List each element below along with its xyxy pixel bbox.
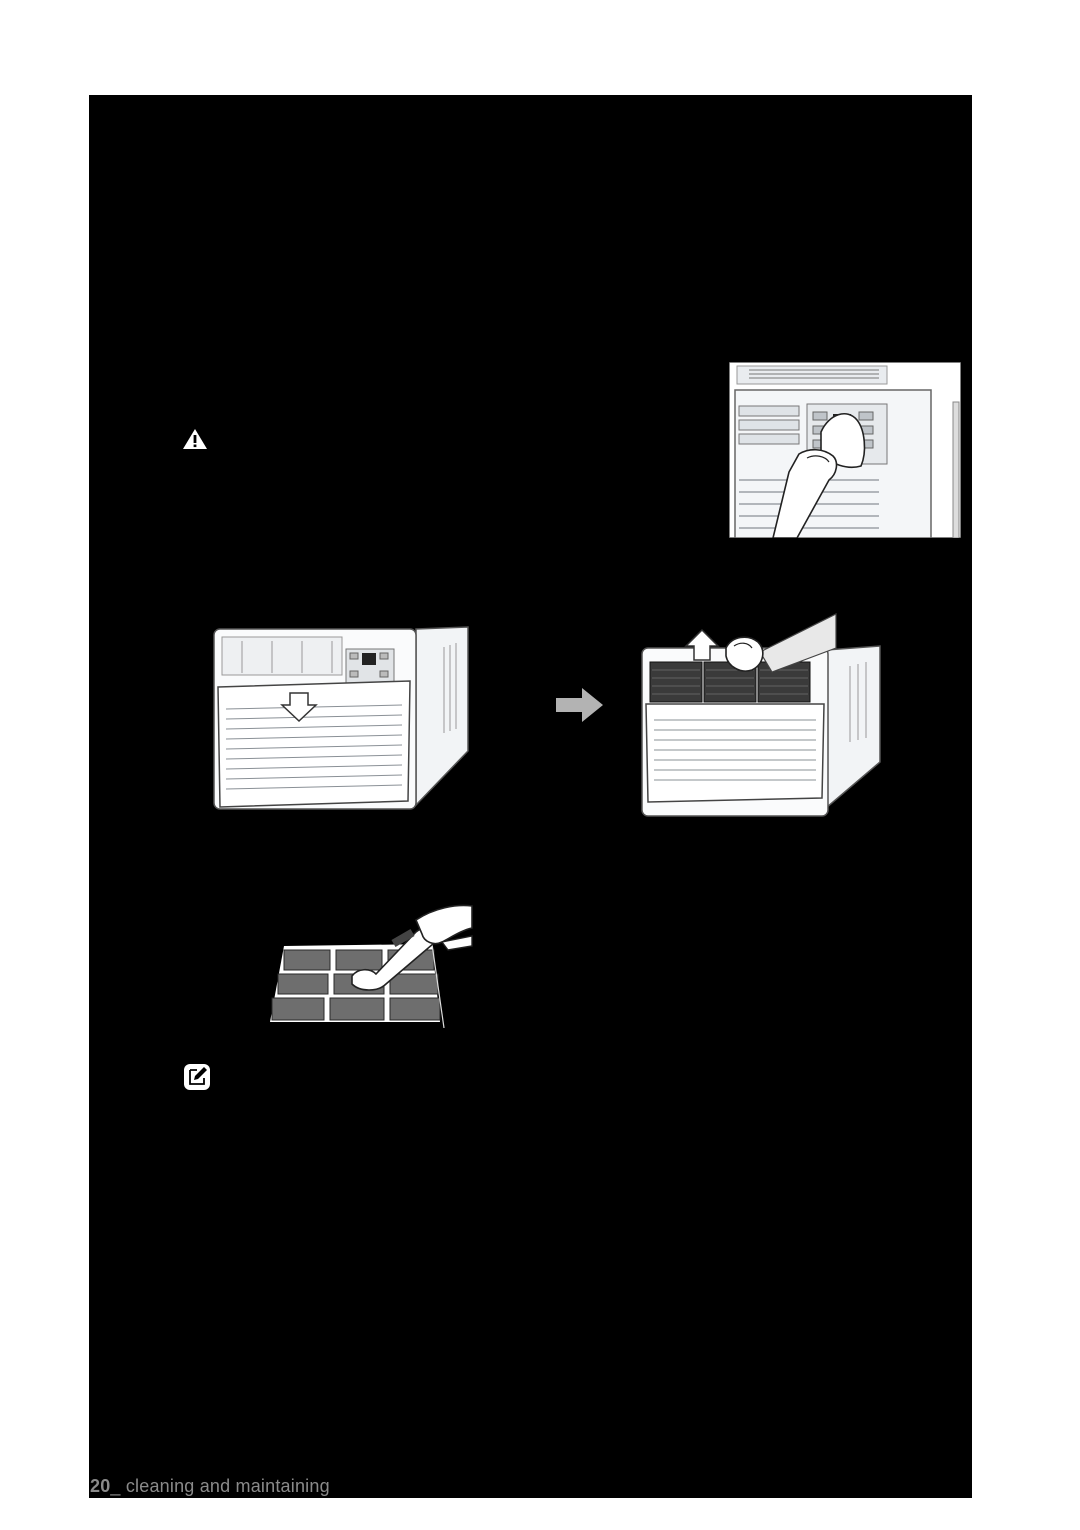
ac-unit-remove-filter-illustration xyxy=(641,613,881,817)
ac-unit-open-grille-illustration xyxy=(213,626,469,810)
section-title: cleaning and maintaining xyxy=(125,1476,330,1496)
vacuum-filter-illustration xyxy=(270,904,473,1028)
right-arrow-icon xyxy=(556,688,603,722)
footer-separator: _ xyxy=(110,1476,121,1496)
page-number: 20 xyxy=(90,1476,111,1496)
page-footer: 20_ cleaning and maintaining xyxy=(90,1476,330,1497)
wipe-panel-illustration xyxy=(729,362,961,538)
note-icon xyxy=(184,1064,210,1090)
warning-icon xyxy=(183,429,207,449)
